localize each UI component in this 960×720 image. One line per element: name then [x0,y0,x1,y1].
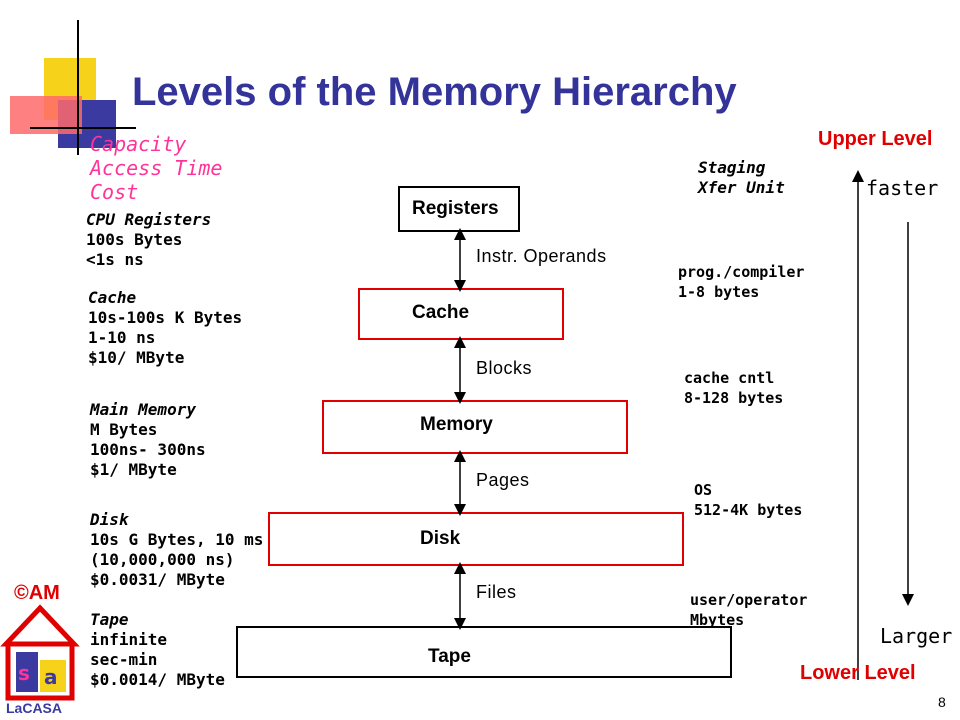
xfer-line: 8-128 bytes [684,389,784,407]
transfer-blocks: Blocks [476,358,533,378]
xfer-os: OS 512-4K bytes [694,480,802,520]
svg-text:s: s [18,661,30,685]
copyright-text: ©AM [14,582,60,604]
xfer-line: user/operator [690,591,808,609]
level-label-registers: Registers [412,198,499,219]
spec-line: 10s-100s K Bytes [88,308,243,327]
xfer-line: 512-4K bytes [694,501,803,519]
xfer-cache-cntl: cache cntl 8-128 bytes [684,368,783,408]
transfer-files: Files [476,582,517,602]
lacasa-logo-text: LaCASA [6,700,63,716]
spec-heading: Main Memory [90,400,196,419]
staging-header: Staging Xfer Unit [698,158,785,198]
level-label-cache: Cache [412,302,470,323]
legend-capacity: Capacity [90,132,187,156]
staging-line1: Staging [698,158,766,177]
spec-line: (10,000,000 ns) [90,550,235,569]
xfer-user-operator: user/operator Mbytes [690,590,807,630]
xfer-line: cache cntl [684,369,775,387]
spec-line: 100ns- 300ns [90,440,206,459]
slide-title: Levels of the Memory Hierarchy [132,70,737,114]
spec-heading: Cache [88,288,137,307]
spec-line: 10s G Bytes, 10 ms [90,530,264,549]
spec-registers: CPU Registers 100s Bytes <1s ns [86,210,211,270]
level-label-tape: Tape [428,646,471,667]
page-number: 8 [938,694,946,710]
faster-label: faster [866,176,939,200]
upper-level-label: Upper Level [818,128,933,150]
spec-line: $1/ MByte [90,460,177,479]
level-box-disk [268,512,684,566]
spec-heading: Tape [90,610,129,629]
spec-heading: Disk [90,510,129,529]
corner-decoration [10,20,136,155]
spec-line: sec-min [90,650,158,669]
spec-line: 100s Bytes [86,230,183,249]
spec-heading: CPU Registers [86,210,212,229]
spec-line: $10/ MByte [88,348,185,367]
spec-cache: Cache 10s-100s K Bytes 1-10 ns $10/ MByt… [88,288,242,368]
xfer-prog-compiler: prog./compiler 1-8 bytes [678,262,804,302]
spec-tape: Tape infinite sec-min $0.0014/ MByte [90,610,225,690]
transfer-instr-operands: Instr. Operands [476,246,607,266]
lacasa-logo: s a [0,604,80,701]
level-box-tape [236,626,732,678]
spec-line: infinite [90,630,168,649]
xfer-line: OS [694,481,713,499]
spec-line: $0.0031/ MByte [90,570,225,589]
level-label-disk: Disk [420,528,461,549]
spec-memory: Main Memory M Bytes 100ns- 300ns $1/ MBy… [90,400,206,480]
legend: Capacity Access Time Cost [90,132,222,204]
svg-text:a: a [44,665,58,689]
spec-line: 1-10 ns [88,328,156,347]
spec-disk: Disk 10s G Bytes, 10 ms (10,000,000 ns) … [90,510,263,590]
spec-line: <1s ns [86,250,144,269]
transfer-pages: Pages [476,470,530,490]
legend-cost: Cost [90,180,139,204]
spec-line: M Bytes [90,420,158,439]
spec-line: $0.0014/ MByte [90,670,225,689]
xfer-line: Mbytes [690,611,745,629]
lower-level-label: Lower Level [800,662,916,684]
level-label-memory: Memory [420,414,493,435]
xfer-line: 1-8 bytes [678,283,760,301]
staging-line2: Xfer Unit [698,178,785,197]
legend-access-time: Access Time [90,156,223,180]
larger-label: Larger [880,624,953,648]
level-box-memory [322,400,628,454]
xfer-line: prog./compiler [678,263,805,281]
